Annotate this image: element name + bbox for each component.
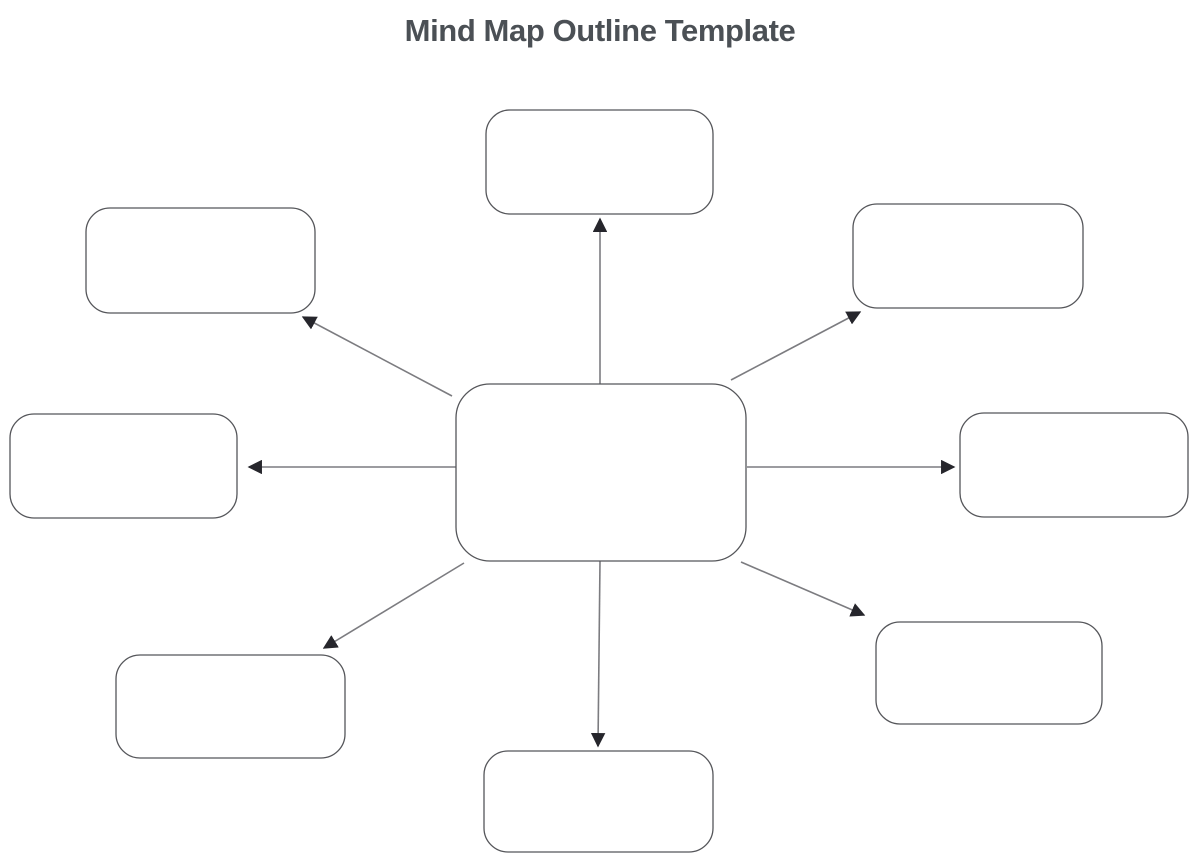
node-right-shape[interactable]: [959, 412, 1189, 518]
node-bottom-right-shape[interactable]: [875, 621, 1103, 725]
node-top-right-shape[interactable]: [852, 203, 1084, 309]
connector-center-to-top-right: [730, 311, 862, 381]
node-bottom-shape[interactable]: [483, 750, 714, 853]
node-top[interactable]: [485, 109, 714, 215]
connector-center-to-bottom: [590, 560, 606, 748]
node-central-shape[interactable]: [455, 383, 747, 562]
node-bottom-left-shape[interactable]: [115, 654, 346, 759]
node-bottom-right[interactable]: [875, 621, 1103, 725]
connector-center-to-bottom-left: [322, 562, 465, 649]
node-top-left[interactable]: [85, 207, 316, 314]
node-top-right[interactable]: [852, 203, 1084, 309]
node-left[interactable]: [9, 413, 238, 519]
node-top-left-shape[interactable]: [85, 207, 316, 314]
node-right[interactable]: [959, 412, 1189, 518]
node-left-shape[interactable]: [9, 413, 238, 519]
node-central[interactable]: [455, 383, 747, 562]
connector-center-to-bottom-right: [740, 561, 866, 617]
diagram-title: Mind Map Outline Template: [405, 13, 796, 48]
node-top-shape[interactable]: [485, 109, 714, 215]
node-bottom-left[interactable]: [115, 654, 346, 759]
node-bottom[interactable]: [483, 750, 714, 853]
node-layer: [9, 109, 1189, 853]
connector-layer: [247, 217, 956, 748]
connector-center-to-top-left: [301, 316, 453, 397]
